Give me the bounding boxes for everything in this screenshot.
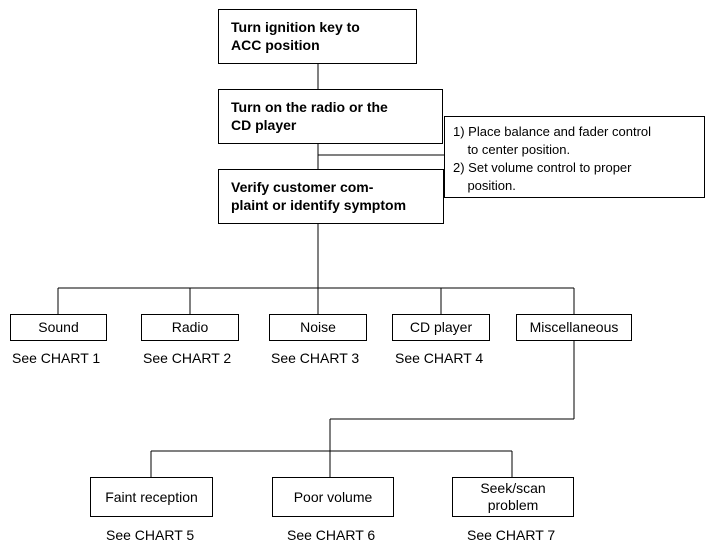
note-line-1: 1) Place balance and fader control (453, 124, 652, 139)
chart-ref-sound: See CHART 1 (12, 350, 101, 366)
category-cd-player: CD player (392, 314, 490, 341)
note-line-2: to center position. (453, 142, 571, 157)
step-ignition-key: Turn ignition key to ACC position (218, 9, 417, 64)
chart-ref-cd-player: See CHART 4 (395, 350, 484, 366)
chart-ref-noise: See CHART 3 (271, 350, 360, 366)
sub-seek-scan-problem: Seek/scan problem (452, 477, 574, 517)
category-radio: Radio (141, 314, 239, 341)
note-line-4: position. (453, 178, 516, 193)
step-verify-complaint: Verify customer com- plaint or identify … (218, 169, 444, 224)
chart-ref-poor-volume: See CHART 6 (287, 527, 376, 543)
chart-ref-faint-reception: See CHART 5 (106, 527, 195, 543)
preparation-note: 1) Place balance and fader control to ce… (444, 116, 705, 198)
note-line-3: 2) Set volume control to proper (453, 160, 632, 175)
category-sound: Sound (10, 314, 107, 341)
sub-faint-reception: Faint reception (90, 477, 213, 517)
category-noise: Noise (269, 314, 367, 341)
step-turn-on-radio: Turn on the radio or the CD player (218, 89, 443, 144)
category-miscellaneous: Miscellaneous (516, 314, 632, 341)
sub-poor-volume: Poor volume (272, 477, 394, 517)
chart-ref-seek-scan: See CHART 7 (467, 527, 556, 543)
chart-ref-radio: See CHART 2 (143, 350, 232, 366)
